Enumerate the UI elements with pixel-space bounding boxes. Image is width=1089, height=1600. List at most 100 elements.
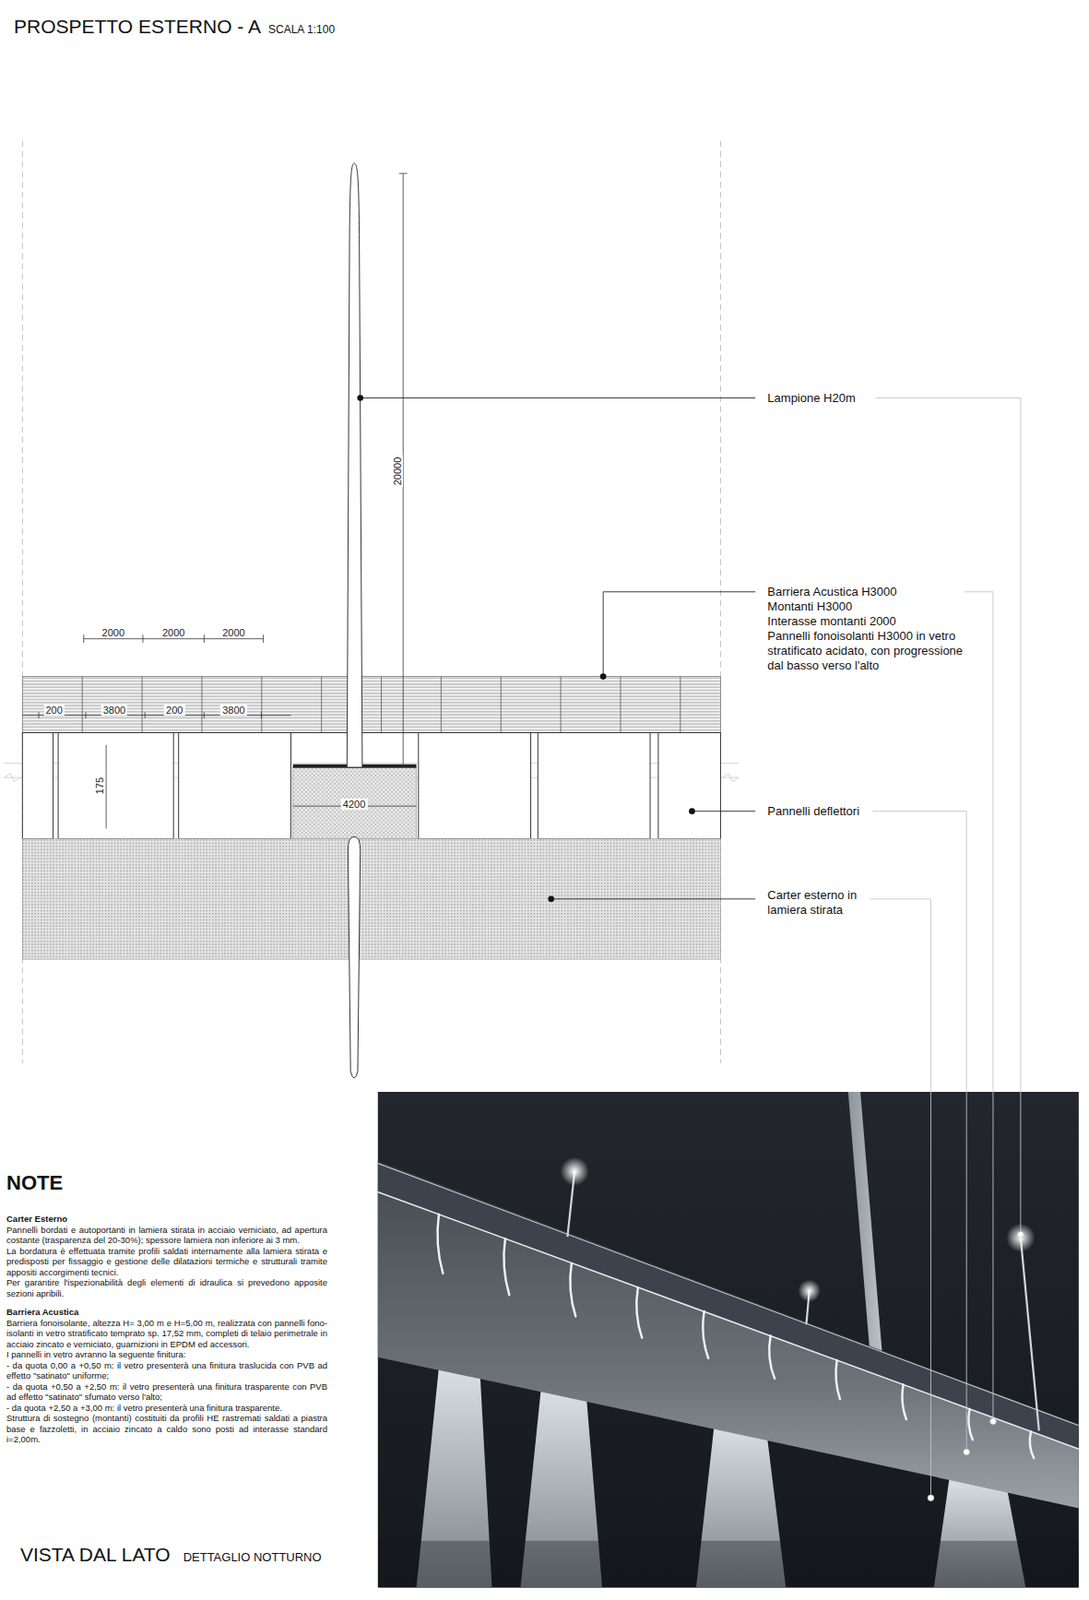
limit-line [22,141,721,1064]
leader-end-dot [1017,1231,1025,1239]
acoustic-barrier [260,676,262,734]
night-render [503,1238,509,1295]
leader-line [603,591,756,677]
acoustic-barrier [22,676,721,734]
dimension-line [399,173,408,175]
deflector-panel [658,732,722,839]
dimension-text: 20000 [391,455,403,488]
note-text: I pannelli in vetro avranno la seguente … [6,1349,328,1361]
night-render [378,1162,1079,1425]
night-render [769,1335,775,1378]
lamp-post [346,163,363,1078]
leader-end-dot [927,1231,1024,1502]
dimension-line [22,173,416,829]
callout-label: Montanti H3000 [767,599,853,615]
callout-label: Interasse montanti 2000 [767,614,896,629]
header-row: PROSPETTO ESTERNO - A SCALA 1:100 [13,15,335,38]
note-text: Barriera fonoisolante, altezza H= 3,00 m… [6,1317,328,1350]
night-render [798,1279,821,1303]
dimension-text: 175 [94,775,106,796]
acoustic-barrier [619,676,621,734]
note-text: La bordatura è effettuata tramite profil… [6,1245,328,1279]
acoustic-barrier [440,676,442,734]
view-title: VISTA DAL LATO [20,1543,171,1566]
deflector-panel [22,732,53,839]
night-render [378,1091,1079,1588]
night-render [378,1160,1079,1449]
night-render [636,1287,642,1338]
note-text: - da quota +0,50 a +2,50 m: il vetro pre… [6,1381,328,1403]
deflector-panel [178,732,292,839]
night-render [378,1091,1079,1588]
deflector-panel [418,732,532,839]
night-render [569,1263,576,1317]
night-render [702,1311,709,1359]
lamp-post [346,163,363,768]
dimension-text: 3800 [220,704,247,716]
deck-gap [293,767,417,839]
night-render [437,1214,1034,1458]
acoustic-barrier [201,676,202,734]
acoustic-barrier [22,676,721,734]
reference-line [722,773,740,782]
lamp-post [347,836,360,1078]
leader-line [875,398,1021,1232]
callout-label: Lampione H20m [767,390,855,406]
scale-note: SCALA 1:100 [268,23,335,36]
deflector-panel [22,732,721,839]
dimension-text: 2000 [160,627,187,639]
reference-line [3,773,21,782]
notes-subheading: Carter Esterno [6,1213,328,1225]
acoustic-barrier [380,676,382,734]
acoustic-barrier [320,676,322,734]
note-text: - da quota +2,50 a +3,00 m: il vetro pre… [6,1402,328,1414]
acoustic-barrier [82,676,681,734]
night-render [437,1214,443,1274]
night-render [1029,1431,1034,1458]
callout-label: Barriera Acustica H3000 [767,584,897,600]
dimension-text: 2000 [220,627,247,639]
night-render [836,1360,841,1399]
callout-label: Carter esterno in lamiera stirata [767,887,871,918]
note-text: Struttura di sostegno (montanti) costitu… [6,1412,328,1445]
dimension-line [83,638,264,640]
notes-heading: NOTE [6,1171,328,1196]
dimension-text: 2000 [100,627,127,639]
deck-gap [293,764,417,840]
leader-line [356,394,364,402]
leader-line [688,807,696,815]
acoustic-barrier [679,676,681,734]
view-subtitle: DETTAGLIO NOTTURNO [183,1550,322,1564]
note-text: Per garantire l'ispezionabilità degli el… [6,1277,328,1299]
dimension-line [106,745,107,829]
deflector-panel [537,732,651,839]
night-render [968,1408,972,1440]
sheet-title: PROSPETTO ESTERNO - A [13,15,261,38]
night-render [378,1191,1079,1508]
acoustic-barrier [82,676,83,734]
callout-label: Pannelli fonoisolanti H3000 in vetro str… [767,628,963,674]
dimension-text: 200 [43,704,64,716]
acoustic-barrier [142,676,143,734]
leader-end-dot [990,1418,997,1425]
leader-line [869,899,931,1495]
dimension-text: 4200 [341,798,367,810]
note-text: Pannelli bordati e autoportanti in lamie… [6,1224,328,1246]
dimension-text: 3800 [101,704,128,716]
night-render [379,1540,1079,1588]
deflector-panel [58,732,174,839]
leader-line [551,898,756,900]
note-text: - da quota 0,00 a +0,50 m: il vetro pres… [6,1360,328,1382]
leader-line [872,811,967,1450]
leader-line [964,591,994,1419]
leader-line [691,810,756,812]
notes-subheading: Barriera Acustica [6,1306,328,1318]
leader-end-dot [927,1494,935,1502]
acoustic-barrier [500,676,502,734]
acoustic-barrier [560,676,562,734]
callout-label: Pannelli deflettori [767,804,860,819]
notes-column: NOTE Carter EsternoPannelli bordati e aut… [6,1171,328,1445]
footer-row: VISTA DAL LATO DETTAGLIO NOTTURNO [20,1543,322,1566]
dimension-text: 200 [164,704,185,716]
